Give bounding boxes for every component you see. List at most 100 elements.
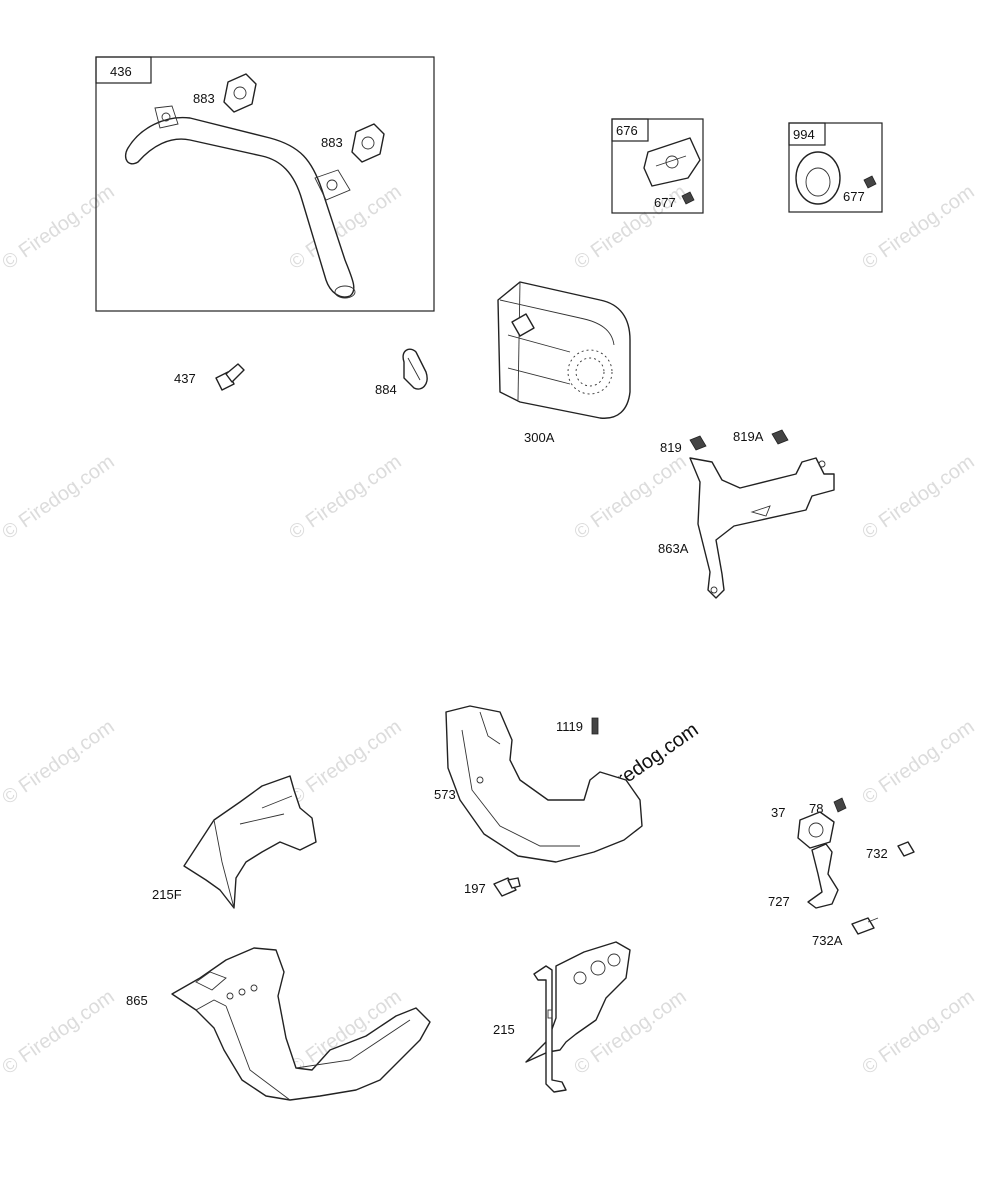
- bracket-hole: [818, 460, 826, 468]
- watermark: © Firedog.com: [858, 986, 978, 1079]
- watermark: © Firedog.com: [285, 716, 405, 809]
- shield-hole: [607, 953, 621, 967]
- callout-732: 732: [866, 846, 888, 861]
- screw-78: [833, 797, 847, 813]
- clamp-884: [402, 348, 428, 390]
- watermark: © Firedog.com: [0, 986, 119, 1079]
- callout-436: 436: [110, 64, 132, 79]
- watermark: © Firedog.com: [858, 716, 978, 809]
- part-994-group: 994 677: [788, 122, 883, 213]
- muffler-perforation: [567, 349, 613, 395]
- shield-215F: [183, 775, 317, 909]
- gasket-hole: [808, 822, 824, 838]
- callout-883-a: 883: [193, 91, 215, 106]
- part-215-group: 215: [493, 941, 631, 1093]
- shroud-865: [171, 947, 431, 1101]
- callout-994: 994: [793, 127, 815, 142]
- part-865-group: 865: [126, 947, 431, 1101]
- spark-arrestor-676: [643, 137, 701, 187]
- shield-hole: [573, 971, 587, 985]
- callout-863A: 863A: [658, 541, 689, 556]
- spark-arrestor-detail: [655, 155, 687, 167]
- gasket-883-b: [351, 123, 385, 163]
- screw-819A: [771, 429, 789, 445]
- part-215F-group: 215F: [152, 775, 317, 909]
- part-573-group: 573 1119 197: [434, 705, 643, 897]
- watermark: © Firedog.com: [0, 181, 119, 274]
- callout-197: 197: [464, 881, 486, 896]
- muffler-band: [507, 334, 571, 353]
- callout-573: 573: [434, 787, 456, 802]
- kit-box-436: [95, 56, 435, 312]
- callout-819A: 819A: [733, 429, 764, 444]
- screw-732A: [851, 917, 875, 935]
- flange-hole: [161, 112, 171, 122]
- shroud-865-fold: [295, 1019, 411, 1069]
- kit-box-676: [611, 118, 704, 214]
- muffler-seam: [499, 299, 615, 346]
- callout-883-b: 883: [321, 135, 343, 150]
- callout-677-a: 677: [654, 195, 676, 210]
- screw-1119: [591, 717, 599, 735]
- watermark: © Firedog.com: [858, 451, 978, 544]
- callout-819: 819: [660, 440, 682, 455]
- shroud-865-fold: [225, 1005, 291, 1101]
- deflector-inner: [805, 167, 831, 197]
- callout-865: 865: [126, 993, 148, 1008]
- shield-rib: [461, 729, 580, 847]
- shield-hole: [476, 776, 484, 784]
- screw-732A-thread: [867, 917, 879, 923]
- shroud-865-edge: [195, 999, 227, 1011]
- shroud-hole: [238, 988, 246, 996]
- watermark: © Firedog.com: [858, 181, 978, 274]
- screw-732: [897, 841, 915, 857]
- bracket-215: [533, 965, 567, 1093]
- part-300A-group: 300A: [497, 281, 631, 445]
- kit-label-box-994: [788, 122, 826, 146]
- shroud-hole: [226, 992, 234, 1000]
- callout-676: 676: [616, 123, 638, 138]
- callout-300A: 300A: [524, 430, 555, 445]
- muffler-inlet: [511, 313, 535, 337]
- bracket-slot: [547, 1009, 553, 1019]
- pipe-flange-mid: [314, 169, 351, 201]
- part-436-group: 436 883 883: [95, 56, 435, 312]
- part-437-group: 437: [174, 363, 245, 391]
- kit-box-994: [788, 122, 883, 213]
- callout-732A: 732A: [812, 933, 843, 948]
- gasket-hole: [233, 86, 247, 100]
- callout-37: 37: [771, 805, 785, 820]
- screw-819: [689, 435, 707, 451]
- gasket-37: [797, 811, 835, 849]
- watermark: © Firedog.com: [0, 451, 119, 544]
- muffler-seam: [517, 281, 521, 401]
- callout-1119: 1119: [556, 719, 583, 734]
- part-863A-group: 819 819A 863A: [658, 429, 835, 599]
- bracket-hole: [710, 586, 718, 594]
- callout-215: 215: [493, 1022, 515, 1037]
- screw-197-shank: [507, 877, 521, 889]
- callout-437: 437: [174, 371, 196, 386]
- muffler-perforation: [575, 357, 605, 387]
- shield-215F-slot: [239, 813, 285, 825]
- callout-215F: 215F: [152, 887, 182, 902]
- callout-677-b: 677: [843, 189, 865, 204]
- callout-727: 727: [768, 894, 790, 909]
- pipe-flange-top: [154, 105, 179, 129]
- kit-label-box-676: [611, 118, 649, 142]
- bracket-863A: [689, 457, 835, 599]
- gasket-hole: [361, 136, 375, 150]
- screw-677-a: [681, 191, 695, 205]
- kit-label-box-436: [95, 56, 152, 84]
- part-676-group: 676 677: [611, 118, 704, 214]
- shield-215F-fold: [213, 819, 235, 909]
- screw-677-b: [863, 175, 877, 189]
- shield-215F-slot: [261, 795, 293, 809]
- clamp-884-band: [407, 357, 421, 381]
- deflector-994: [795, 151, 841, 205]
- part-37-group: 78 37 727 732 732A: [768, 797, 915, 948]
- exhaust-pipe: [124, 116, 355, 298]
- bracket-727: [807, 843, 839, 909]
- screw-437-shank: [225, 363, 245, 383]
